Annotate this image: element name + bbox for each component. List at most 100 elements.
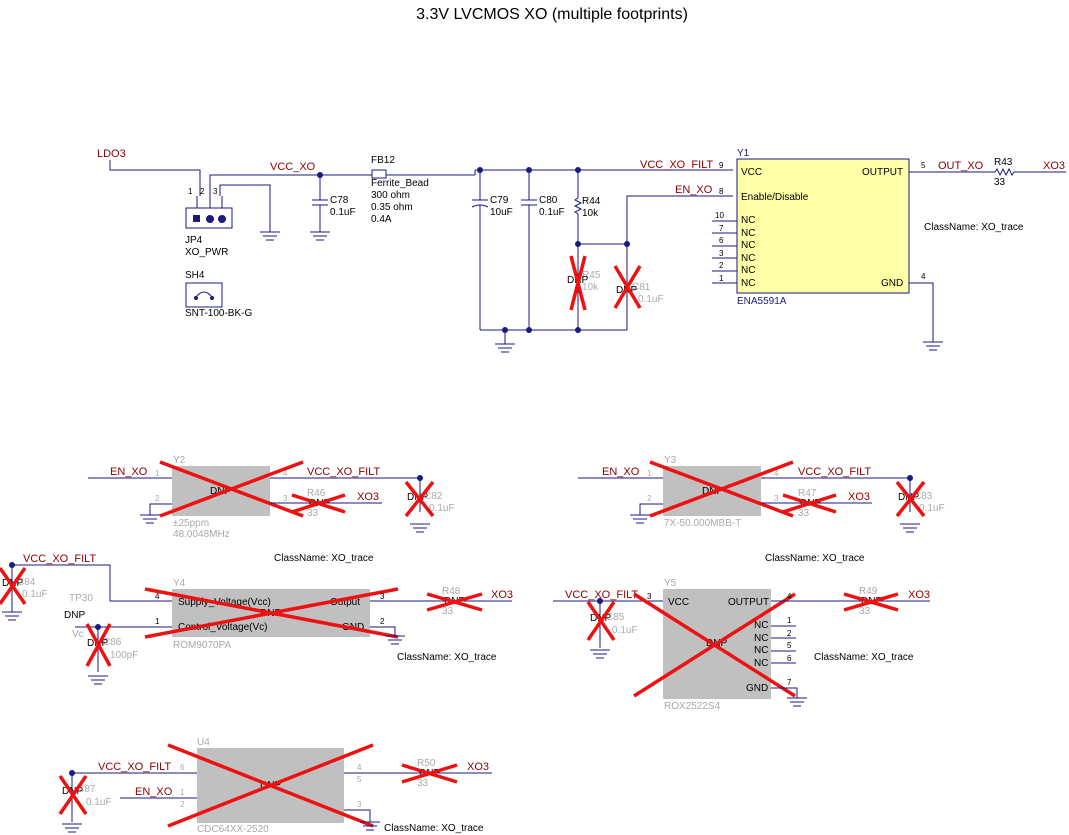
y1-ref: Y1 (737, 148, 750, 159)
r44-ref: R44 (582, 196, 601, 207)
u4-pin-3: 3 (357, 800, 362, 809)
y5-num-6: 6 (787, 654, 792, 663)
y2-dnp-cross (159, 460, 304, 518)
c86-value: 100pF (110, 650, 138, 661)
r44-value: 10k (582, 208, 599, 219)
junction-gnd-2 (526, 327, 532, 333)
c81-ref: C81 (632, 282, 651, 293)
net-label-vcc-filt-y2: VCC_XO_FILT (307, 466, 380, 478)
u4-pin-6: 6 (180, 763, 185, 772)
c80-capacitor (521, 170, 537, 330)
tp30-dnp-label: DNP (64, 610, 85, 621)
classname-y1: ClassName: XO_trace (924, 222, 1024, 233)
y5-pin-gnd: GND (746, 683, 768, 694)
net-label-xo3-1: XO3 (1043, 160, 1065, 172)
y1-num-nc-5: 2 (719, 261, 724, 270)
net-label-en-xo: EN_XO (675, 184, 713, 196)
jp4-pin-2: 2 (200, 187, 205, 196)
y1-pin-stubs (712, 220, 934, 342)
gnd-symbol-y1 (923, 341, 943, 351)
c84-dnp-cross (0, 567, 27, 605)
y1-num-en: 8 (719, 187, 724, 196)
c87-value: 0.1uF (86, 797, 112, 808)
gnd-symbol-u4 (360, 821, 380, 831)
net-label-vcc-filt-y4: VCC_XO_FILT (23, 553, 96, 565)
y4-pin-output: Output (330, 597, 360, 608)
net-label-vcc-filt-u4: VCC_XO_FILT (98, 761, 171, 773)
r45-ref: R45 (582, 270, 601, 281)
r47-value: 33 (798, 508, 810, 519)
junction-c82 (417, 475, 423, 481)
y2-value-2: 48.0048MHz (173, 529, 230, 540)
net-label-vcc-xo: VCC_XO (270, 161, 316, 173)
gnd-symbol-filter (495, 343, 515, 353)
y1-num-output: 5 (921, 161, 926, 170)
u4-pin-1: 1 (180, 788, 185, 797)
jp4-pin-3: 3 (213, 187, 218, 196)
junction-c83 (907, 475, 913, 481)
r46-dnp-cross (291, 493, 346, 514)
y1-value: ENA5591A (737, 296, 787, 307)
y5-num-7: 7 (787, 678, 792, 687)
c81-dnp-cross (613, 265, 642, 309)
net-label-xo3-u4: XO3 (467, 761, 489, 773)
c82-dnp-cross (404, 480, 435, 518)
y2-pin-3: 3 (283, 494, 288, 503)
gnd-symbol-y5 (787, 697, 807, 707)
r49-ref: R49 (859, 586, 878, 597)
y2-pin-1: 1 (155, 469, 160, 478)
r47-ref: R47 (798, 488, 817, 499)
u4-pin-5: 5 (357, 775, 362, 784)
y5-num-2: 2 (787, 629, 792, 638)
c85-ref: C85 (606, 612, 625, 623)
classname-y2: ClassName: XO_trace (274, 553, 374, 564)
c85-value: 0.1uF (612, 625, 638, 636)
gnd-symbol-c86 (88, 675, 108, 685)
c82-value: 0.1uF (429, 503, 455, 514)
r43-value: 33 (994, 177, 1006, 188)
r46-ref: R46 (307, 488, 326, 499)
fb12-ferrite (362, 169, 475, 179)
r50-ref: R50 (417, 758, 436, 769)
y4-ref: Y4 (173, 578, 186, 589)
r43-ref: R43 (994, 157, 1013, 168)
net-label-en-xo-u4: EN_XO (135, 786, 173, 798)
gnd-symbol-c85 (590, 649, 610, 659)
classname-y3: ClassName: XO_trace (765, 553, 865, 564)
gnd-symbol-c78 (310, 231, 330, 241)
net-label-ldo3: LDO3 (97, 148, 126, 160)
y5-pin-vcc: VCC (668, 597, 689, 608)
c80-ref: C80 (539, 195, 558, 206)
c87-dnp-cross (58, 775, 88, 815)
jp4-ref: JP4 (185, 235, 203, 246)
wire-vcc-xo (209, 174, 362, 196)
wire-jp4-gnd (219, 184, 271, 232)
c78-ref: C78 (330, 195, 349, 206)
u4-pin-4: 4 (357, 763, 362, 772)
r44-resistor (573, 170, 583, 244)
wire-y2-gnd (149, 503, 172, 515)
c83-dnp-cross (895, 480, 926, 518)
r49-dnp-cross (843, 592, 899, 612)
y1-pin-nc-3: NC (741, 240, 755, 251)
c82-ref: C82 (424, 491, 443, 502)
gnd-symbol-c83 (900, 523, 920, 533)
tp30-ref: TP30 (69, 593, 93, 604)
schematic-title: 3.3V LVCMOS XO (multiple footprints) (416, 6, 688, 23)
y3-pin-4: 4 (774, 469, 779, 478)
y2-pin-2: 2 (155, 494, 160, 503)
y5-dnp-cross (633, 592, 796, 698)
c79-ref: C79 (490, 195, 509, 206)
wire-u4-gnd (344, 809, 371, 822)
classname-y4: ClassName: XO_trace (397, 652, 497, 663)
r47-dnp-cross (782, 493, 837, 514)
wire-y4-gnd (370, 626, 396, 636)
jp4-pin-1: 1 (188, 187, 193, 196)
y1-num-nc-4: 3 (719, 249, 724, 258)
r49-value: 33 (859, 606, 871, 617)
y2-value-1: ±25ppm (173, 518, 209, 529)
sh4-ref: SH4 (185, 270, 205, 281)
c79-value: 10uF (490, 207, 513, 218)
classname-u4: ClassName: XO_trace (384, 823, 484, 834)
